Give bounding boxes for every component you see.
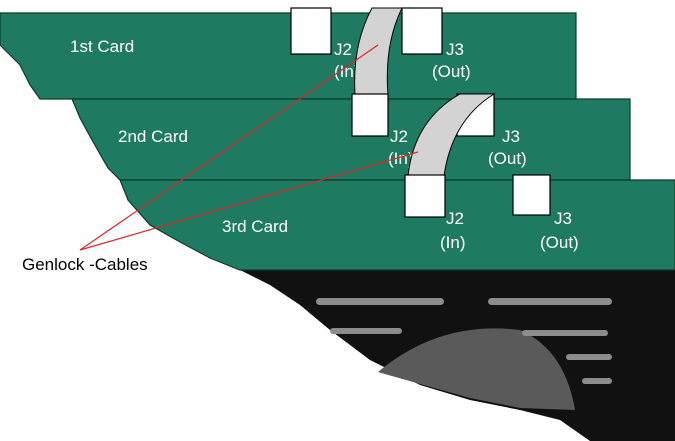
card-3: 3rd Card (119, 179, 675, 271)
chassis-vent-bar (582, 378, 612, 384)
card-2-j3-name: J3 (502, 127, 520, 146)
chassis (240, 270, 675, 441)
card-3-j2-sub: (In) (440, 233, 466, 252)
card-3-j3-sub: (Out) (540, 233, 579, 252)
card-2-j2-sub: (In) (388, 149, 414, 168)
card-1-j3-name: J3 (446, 40, 464, 59)
card-3-j3-connector (512, 174, 551, 216)
genlock-cables-label: Genlock -Cables (22, 255, 148, 274)
card-1-j3-sub: (Out) (432, 62, 471, 81)
chassis-arch (378, 328, 575, 410)
card-1-j2-name: J2 (334, 40, 352, 59)
card-1: 1st Card (0, 12, 577, 100)
card-2-j2-connector (351, 93, 389, 137)
card-1-j2-connector (290, 7, 332, 55)
callout-lead-line-2 (79, 151, 419, 251)
card-3-j2-connector (404, 174, 446, 218)
card-2-j2-name: J2 (390, 127, 408, 146)
chassis-vent-bar (566, 354, 612, 360)
chassis-vent-bar (488, 298, 612, 305)
card-1-j3-connector (401, 7, 443, 55)
card-3-board (119, 179, 675, 271)
card-3-j3-name: J3 (554, 209, 572, 228)
chassis-vent-bar (522, 330, 608, 336)
card-2: 2nd Card (71, 98, 631, 181)
chassis-vent-bar (330, 328, 402, 334)
card-2-label: 2nd Card (118, 127, 188, 146)
card-2-j3-sub: (Out) (488, 149, 527, 168)
callout-lead-line-1 (79, 44, 379, 251)
card-3-j2-name: J2 (446, 209, 464, 228)
card-1-j2-sub: (In) (334, 62, 360, 81)
chassis-vent-bar (316, 298, 444, 305)
card-1-label: 1st Card (70, 37, 134, 56)
card-3-label: 3rd Card (222, 217, 288, 236)
card-1-board (0, 12, 577, 100)
